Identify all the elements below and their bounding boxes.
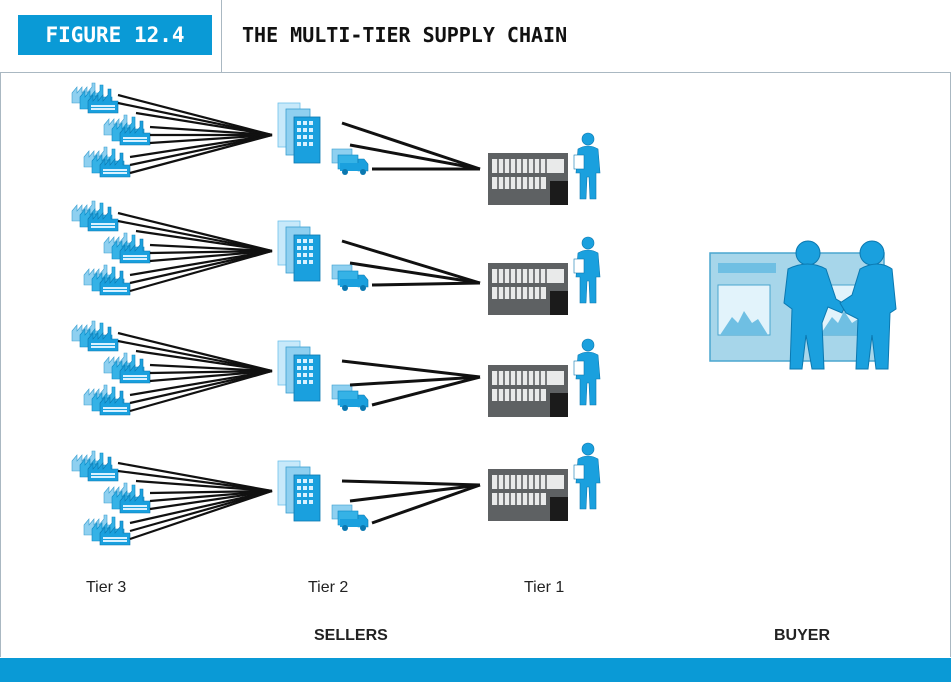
tier2-to-tier1-connectors	[341, 359, 481, 407]
tier2-to-tier1-connectors	[341, 479, 481, 525]
tier2-to-tier1-connectors	[341, 239, 481, 287]
tier1-label: Tier 1	[524, 579, 564, 596]
tier1-supplier	[487, 442, 601, 522]
tier3-to-tier2-connectors	[117, 461, 273, 541]
supply-chain-diagram: Tier 3 Tier 2 Tier 1 SELLERS BUYER	[71, 82, 897, 644]
tier1-supplier	[487, 132, 601, 206]
figure-header: FIGURE 12.4 THE MULTI-TIER SUPPLY CHAIN	[0, 0, 951, 72]
tier1-supplier	[487, 236, 601, 316]
buyer-handshake-icon	[709, 240, 897, 370]
supply-row-2	[71, 200, 601, 316]
figure-title: THE MULTI-TIER SUPPLY CHAIN	[242, 23, 568, 47]
tier3-to-tier2-connectors	[117, 331, 273, 413]
header-divider	[0, 72, 951, 73]
bottom-accent-bar	[0, 658, 951, 682]
tier2-suppliers	[277, 460, 369, 532]
tier2-suppliers	[277, 102, 369, 176]
tier2-label: Tier 2	[308, 579, 348, 596]
sellers-label: SELLERS	[314, 627, 388, 644]
supply-row-4	[71, 442, 601, 546]
figure-tag: FIGURE 12.4	[0, 0, 222, 72]
figure-number: FIGURE 12.4	[18, 15, 212, 55]
tier3-factories	[71, 450, 151, 546]
supply-row-3	[71, 320, 601, 418]
tier2-to-tier1-connectors	[341, 121, 481, 171]
tier3-label: Tier 3	[86, 579, 126, 596]
supply-row-1	[71, 82, 601, 206]
tier2-suppliers	[277, 220, 369, 292]
tier3-to-tier2-connectors	[117, 93, 273, 175]
tier1-supplier	[487, 338, 601, 418]
buyer-label: BUYER	[774, 627, 830, 644]
tier3-to-tier2-connectors	[117, 211, 273, 293]
tier2-suppliers	[277, 340, 369, 412]
